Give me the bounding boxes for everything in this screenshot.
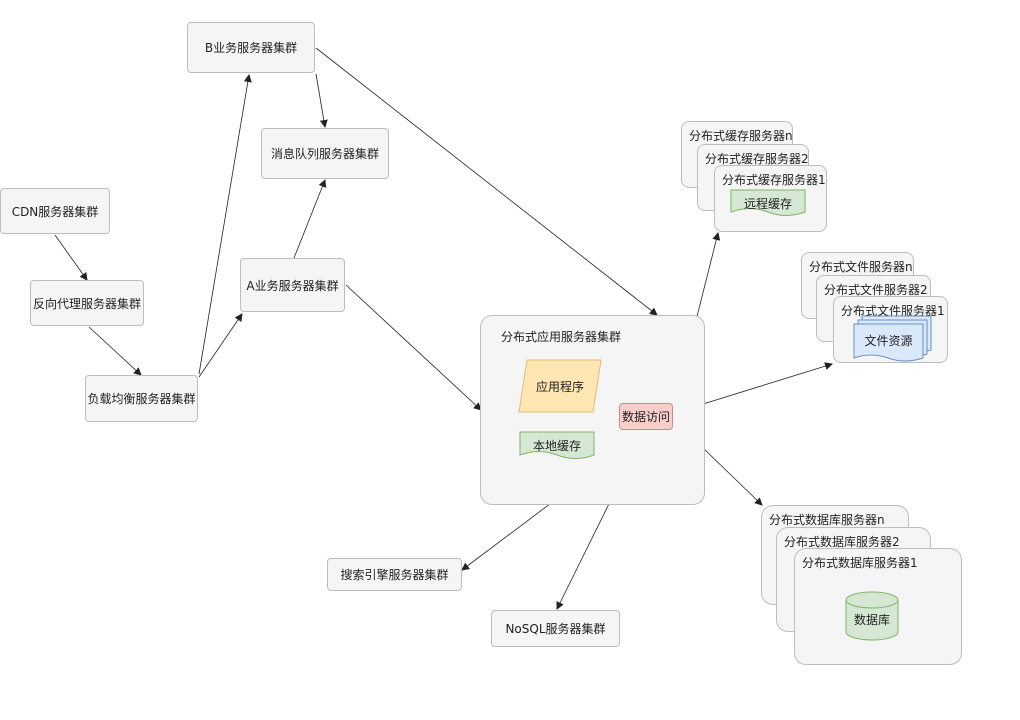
mq-cluster-node: 消息队列服务器集群 <box>261 128 389 179</box>
file-resource-label: 文件资源 <box>864 334 913 348</box>
database-label: 数据库 <box>853 613 890 627</box>
db-server-1: 分布式数据库服务器1 <box>794 548 962 665</box>
app-program-label: 应用程序 <box>535 380 584 394</box>
edge-lb-to-b <box>198 74 252 375</box>
db-server-n-label: 分布式数据库服务器n <box>769 513 885 527</box>
edge-b-to-app <box>315 47 658 316</box>
reverse-proxy-node: 反向代理服务器集群 <box>30 280 144 326</box>
database-cylinder-shape <box>845 591 899 641</box>
db-server-1-label: 分布式数据库服务器1 <box>802 556 918 570</box>
edge-lb-to-a <box>198 313 243 378</box>
edge-a-to-mq <box>293 179 327 259</box>
lb-cluster-label: 负载均衡服务器集群 <box>87 392 196 406</box>
mq-cluster-label: 消息队列服务器集群 <box>270 147 379 161</box>
a-cluster-node: A业务服务器集群 <box>240 258 345 312</box>
data-access-node: 数据访问 <box>619 403 673 430</box>
local-cache-label: 本地缓存 <box>532 439 581 453</box>
cache-server-n-label: 分布式缓存服务器n <box>689 129 793 143</box>
edge-a-to-app <box>345 284 482 411</box>
file-server-n-label: 分布式文件服务器n <box>809 260 913 274</box>
cache-server-2-label: 分布式缓存服务器2 <box>705 152 809 166</box>
edge-b-to-mq <box>315 73 328 128</box>
b-cluster-node: B业务服务器集群 <box>187 22 315 73</box>
cache-server-1-label: 分布式缓存服务器1 <box>722 173 826 187</box>
search-cluster-label: 搜索引擎服务器集群 <box>340 568 449 582</box>
remote-cache-label: 远程缓存 <box>743 197 792 211</box>
app-group-title: 分布式应用服务器集群 <box>501 330 622 344</box>
cdn-cluster-label: CDN服务器集群 <box>11 204 99 219</box>
local-cache-shape <box>519 431 595 459</box>
nosql-cluster-node: NoSQL服务器集群 <box>491 610 620 647</box>
b-cluster-label: B业务服务器集群 <box>204 41 298 55</box>
search-cluster-node: 搜索引擎服务器集群 <box>327 558 462 591</box>
db-server-2-label: 分布式数据库服务器2 <box>784 535 900 549</box>
lb-cluster-node: 负载均衡服务器集群 <box>85 375 198 422</box>
edge-cdn-to-proxy <box>54 234 88 281</box>
remote-cache-shape <box>730 189 806 216</box>
cdn-cluster-node: CDN服务器集群 <box>0 188 110 234</box>
a-cluster-label: A业务服务器集群 <box>246 278 339 293</box>
app-program-shape <box>518 359 602 413</box>
data-access-label: 数据访问 <box>621 410 670 424</box>
nosql-cluster-label: NoSQL服务器集群 <box>505 622 606 636</box>
file-server-2-label: 分布式文件服务器2 <box>824 283 928 297</box>
file-server-1-label: 分布式文件服务器1 <box>841 304 945 318</box>
reverse-proxy-label: 反向代理服务器集群 <box>32 296 141 311</box>
edge-proxy-to-lb <box>88 326 142 376</box>
file-resource-shape <box>853 315 932 362</box>
